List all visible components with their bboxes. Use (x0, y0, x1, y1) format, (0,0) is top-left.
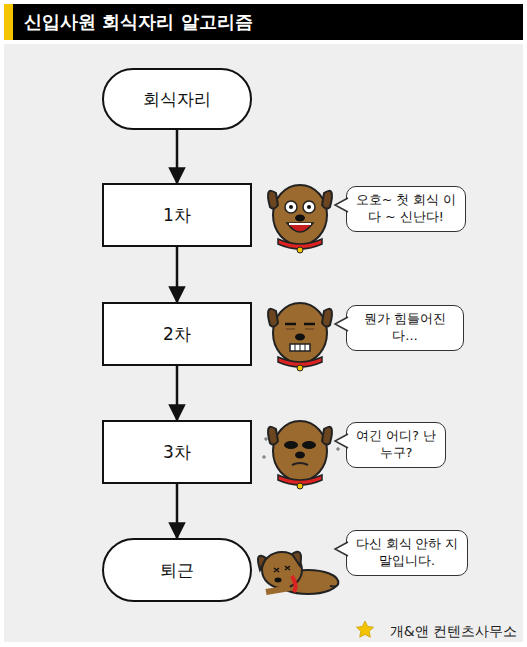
node-text: 여긴 어디? 난 누구? (355, 428, 437, 462)
node-text: 다신 회식 안하 지 말입니다. (355, 536, 459, 570)
node-text: 회식자리 (143, 88, 211, 111)
speech-bubble: 오호~ 첫 회식 이다 ~ 신난다! (346, 186, 466, 232)
star-icon (357, 621, 374, 637)
collapsed-dog (258, 552, 338, 594)
tired-dog (268, 303, 332, 371)
watermark: 개&앤 컨텐츠사무소 (390, 623, 517, 641)
process-box: 1차 (102, 183, 252, 247)
bubble-tail (334, 197, 348, 213)
bubble-tail (334, 433, 348, 449)
flow-arrow (176, 247, 179, 302)
process-box: 2차 (102, 302, 252, 366)
node-text: 뭔가 힘들어진 다… (355, 311, 455, 345)
flow-arrow (176, 130, 179, 183)
dazed-dog (262, 421, 340, 489)
node-text: 2차 (163, 323, 191, 346)
terminal-box: 회식자리 (102, 68, 252, 130)
node-text: 1차 (163, 204, 191, 227)
node-text: 퇴근 (160, 559, 194, 582)
terminal-box: 퇴근 (102, 538, 252, 602)
speech-bubble: 뭔가 힘들어진 다… (346, 305, 464, 351)
speech-bubble: 다신 회식 안하 지 말입니다. (346, 530, 468, 576)
speech-bubble: 여긴 어디? 난 누구? (346, 422, 446, 468)
bubble-tail (334, 316, 348, 332)
diagram-title: 신입사원 회식자리 알고리즘 (24, 4, 253, 40)
title-accent (4, 4, 13, 40)
node-text: 오호~ 첫 회식 이다 ~ 신난다! (355, 192, 457, 226)
node-text: 3차 (163, 441, 191, 464)
flow-arrow (176, 366, 179, 420)
process-box: 3차 (102, 420, 252, 484)
happy-dog (268, 185, 332, 253)
bubble-tail (334, 541, 348, 557)
flow-arrow (176, 484, 179, 538)
